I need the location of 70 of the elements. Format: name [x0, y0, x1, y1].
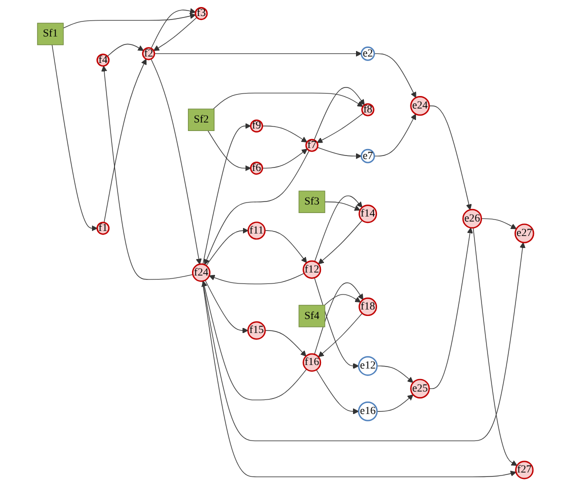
arrow	[208, 272, 304, 284]
node-circle: e25	[410, 378, 430, 399]
node-circle: f18	[358, 298, 378, 316]
node-circle: f8	[361, 103, 374, 116]
node-circle: f6	[250, 162, 264, 175]
arrow	[316, 369, 359, 414]
arrow	[264, 230, 307, 264]
arrow	[63, 13, 196, 28]
node-circle: e7	[360, 148, 375, 164]
node-circle: f3	[194, 7, 208, 20]
node-circle: e26	[462, 208, 482, 229]
arrow	[153, 17, 198, 51]
node-circle: f2	[142, 47, 156, 60]
arrow	[104, 58, 147, 223]
arrow	[374, 53, 416, 98]
arrow	[206, 228, 248, 266]
arrow	[202, 280, 307, 400]
arrow	[202, 242, 526, 442]
arrow	[317, 147, 362, 160]
arrow	[107, 44, 144, 57]
arrow	[374, 114, 416, 156]
arrow	[324, 202, 360, 211]
arrow	[314, 277, 359, 369]
arrow	[318, 220, 363, 264]
node-circle: f24	[192, 263, 210, 282]
arrow	[481, 218, 517, 230]
node-circle: f1	[96, 222, 110, 235]
arrow	[376, 366, 414, 383]
arrow	[314, 195, 362, 262]
node-box: Sf4	[298, 304, 326, 328]
arrow	[314, 87, 365, 140]
node-circle: e2	[360, 46, 375, 61]
arrow	[262, 148, 308, 169]
arrow	[316, 112, 364, 143]
node-circle: e24	[410, 96, 430, 116]
node-circle: f12	[302, 260, 322, 279]
arrow	[101, 66, 194, 280]
node-circle: f15	[247, 321, 266, 340]
arrow	[150, 8, 196, 49]
arrow	[212, 92, 364, 110]
arrow	[428, 228, 473, 390]
node-circle: f7	[305, 138, 318, 152]
node-circle: f4	[96, 54, 110, 67]
arrow	[428, 106, 472, 210]
arrow	[314, 282, 364, 355]
node-circle: f27	[515, 460, 534, 480]
arrow	[318, 312, 363, 358]
arrow	[202, 280, 516, 478]
arrow	[204, 150, 310, 266]
node-circle: e27	[514, 224, 534, 244]
arrow	[204, 280, 248, 334]
arrow	[154, 50, 362, 57]
node-circle: e12	[358, 356, 378, 376]
node-box: Sf3	[298, 190, 326, 214]
arrow	[264, 330, 306, 357]
arrow	[262, 126, 308, 142]
node-box: Sf1	[37, 22, 64, 46]
node-box: Sf2	[188, 108, 214, 131]
arrow	[376, 394, 414, 412]
arrow	[472, 227, 518, 466]
node-circle: f16	[302, 353, 322, 372]
node-circle: f14	[358, 204, 378, 224]
node-circle: e16	[358, 402, 378, 422]
node-circle: f9	[250, 119, 264, 133]
node-circle: f11	[248, 222, 266, 240]
arrow	[202, 123, 251, 265]
arrow	[208, 130, 251, 172]
arrow	[52, 44, 98, 232]
arrow	[324, 294, 361, 306]
arrow	[150, 58, 202, 264]
